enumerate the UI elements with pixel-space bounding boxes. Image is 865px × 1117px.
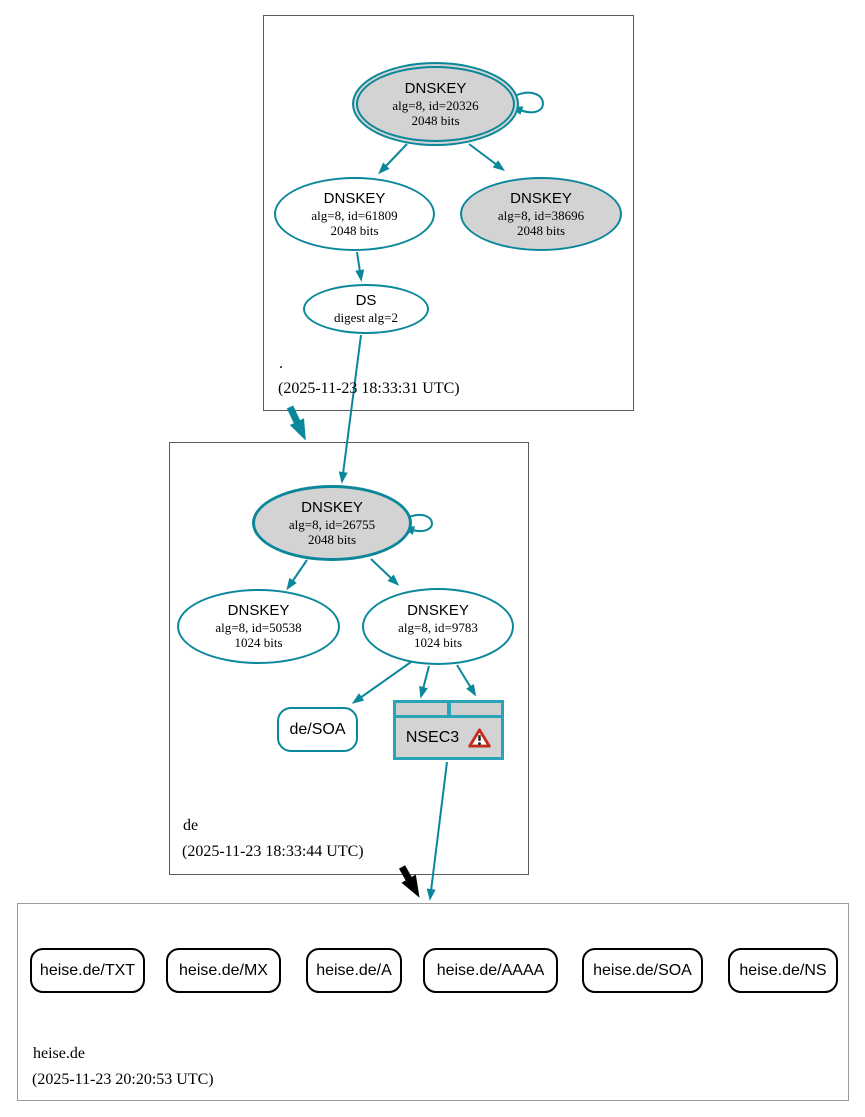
- nsec3-record-cells: [396, 703, 501, 715]
- heise-aaaa-rrset-node[interactable]: heise.de/AAAA: [423, 948, 558, 993]
- warning-triangle-icon: [468, 727, 491, 748]
- de-soa-node[interactable]: de/SOA: [277, 707, 358, 752]
- node-label: NSEC3: [405, 728, 460, 746]
- node-detail: alg=8, id=61809: [311, 207, 398, 223]
- node-detail: alg=8, id=9783: [398, 620, 478, 636]
- heise-a-rrset-node[interactable]: heise.de/A: [306, 948, 402, 993]
- heise-zone-name: heise.de: [33, 1045, 85, 1062]
- node-title: DNSKEY: [510, 189, 572, 207]
- node-label: heise.de/SOA: [593, 961, 692, 979]
- heise-soa-rrset-node[interactable]: heise.de/SOA: [582, 948, 703, 993]
- heise-mx-rrset-node[interactable]: heise.de/MX: [166, 948, 281, 993]
- node-title: DNSKEY: [323, 189, 386, 207]
- heise-txt-rrset-node[interactable]: heise.de/TXT: [30, 948, 145, 993]
- node-detail: alg=8, id=38696: [497, 207, 585, 223]
- node-detail: 2048 bits: [516, 222, 566, 238]
- node-detail: alg=8, id=50538: [215, 620, 302, 636]
- root-zone-timestamp: (2025-11-23 18:33:31 UTC): [278, 380, 460, 397]
- de-nsec3-node[interactable]: NSEC3: [393, 700, 504, 760]
- de-zsk2-dnskey-node[interactable]: DNSKEY alg=8, id=9783 1024 bits: [362, 588, 514, 665]
- node-detail: 2048 bits: [330, 222, 379, 238]
- node-label: de/SOA: [289, 720, 346, 738]
- node-detail: digest alg=2: [333, 310, 399, 326]
- root-zsk-dnskey-node[interactable]: DNSKEY alg=8, id=61809 2048 bits: [274, 177, 435, 251]
- root-ksk-dnskey-node[interactable]: DNSKEY alg=8, id=20326 2048 bits: [352, 62, 519, 146]
- node-detail: 1024 bits: [413, 635, 463, 651]
- nsec3-record-cell: [450, 703, 501, 715]
- node-detail: alg=8, id=20326: [392, 97, 479, 113]
- node-label: heise.de/NS: [739, 961, 827, 979]
- zone-box-root: [263, 15, 634, 411]
- heise-zone-timestamp: (2025-11-23 20:20:53 UTC): [32, 1071, 214, 1088]
- node-title: DNSKEY: [301, 498, 363, 516]
- de-zsk1-dnskey-node[interactable]: DNSKEY alg=8, id=50538 1024 bits: [177, 589, 340, 664]
- root-key2-dnskey-node[interactable]: DNSKEY alg=8, id=38696 2048 bits: [460, 177, 622, 251]
- zone-box-heise: [17, 903, 849, 1101]
- node-detail: 2048 bits: [411, 112, 460, 128]
- node-label: heise.de/AAAA: [436, 961, 545, 979]
- node-label: heise.de/MX: [179, 961, 268, 979]
- node-title: DS: [355, 292, 377, 310]
- node-title: DNSKEY: [404, 79, 467, 97]
- root-zone-name: .: [279, 355, 283, 372]
- root-ds-node[interactable]: DS digest alg=2: [303, 284, 429, 334]
- heise-ns-rrset-node[interactable]: heise.de/NS: [728, 948, 838, 993]
- node-label: heise.de/A: [316, 961, 392, 979]
- node-title: DNSKEY: [227, 602, 290, 620]
- nsec3-record-cell: [396, 703, 447, 715]
- de-zone-timestamp: (2025-11-23 18:33:44 UTC): [182, 843, 364, 860]
- node-detail: 2048 bits: [307, 531, 357, 547]
- de-ksk-dnskey-node[interactable]: DNSKEY alg=8, id=26755 2048 bits: [252, 485, 412, 561]
- de-zone-name: de: [183, 817, 199, 834]
- node-label: heise.de/TXT: [39, 961, 136, 979]
- node-title: DNSKEY: [407, 602, 469, 620]
- node-detail: 1024 bits: [234, 635, 283, 651]
- node-detail: alg=8, id=26755: [288, 516, 376, 532]
